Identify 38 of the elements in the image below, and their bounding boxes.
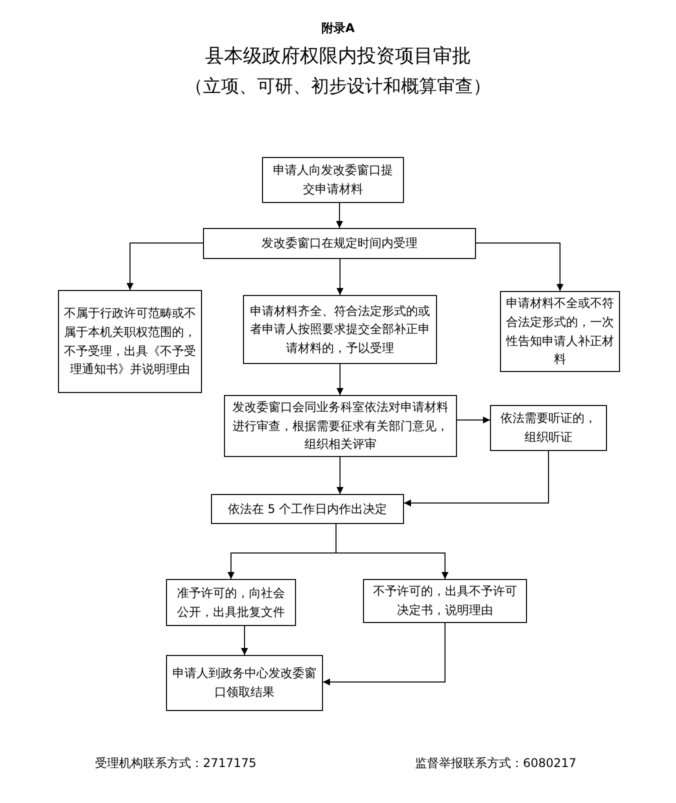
arrow (336, 258, 344, 296)
diagram-title: 县本级政府权限内投资项目审批 (204, 44, 472, 69)
process-box (500, 291, 620, 372)
box-text: 依法需要听证的，组织听证 (500, 410, 598, 446)
diagram-subtitle: （立项、可研、初步设计和概算审查） (184, 75, 492, 98)
process-box (203, 228, 476, 259)
arrow (336, 524, 448, 580)
arrow (322, 622, 446, 686)
process-box (166, 655, 323, 711)
arrow (404, 450, 549, 506)
process-box (211, 494, 404, 524)
box-text: 准予许可的，向社会公开，出具批复文件 (176, 584, 286, 620)
appendix-label: 附录A (320, 20, 356, 37)
process-box (262, 157, 404, 203)
box-text: 申请材料齐全、符合法定形式的或者申请人按照要求提交全部补正申请材料的，予以受理 (249, 302, 431, 357)
process-box (243, 295, 437, 364)
box-text: 申请人向发改委窗口提交申请材料 (272, 162, 394, 198)
arrow (336, 364, 344, 396)
arrow (456, 416, 490, 424)
process-box (166, 579, 296, 626)
arrow (126, 242, 204, 290)
box-text: 申请材料不全或不符合法定形式的，一次性告知申请人补正材料 (506, 295, 614, 368)
arrow (476, 242, 564, 292)
process-box (490, 405, 607, 451)
process-box (224, 395, 457, 457)
box-text: 发改委窗口在规定时间内受理 (262, 235, 418, 252)
arrow (336, 202, 343, 228)
box-text: 发改委窗口会同业务科室依法对申请材料进行审查，根据需要征求有关部门意见，组织相关评审 (232, 399, 450, 454)
contact-note: 监督举报联系方式：6080217 (415, 755, 576, 772)
box-text: 不予许可的，出具不予许可决定书，说明理由 (372, 583, 518, 619)
contact-note: 受理机构联系方式：2717175 (95, 755, 256, 772)
process-box (363, 579, 527, 623)
arrow (336, 456, 344, 494)
box-text: 申请人到政务中心发改委窗口领取结果 (172, 665, 317, 701)
box-text: 不属于行政许可范畴或不属于本机关职权范围的，不予受理，出具《不予受理通知书》并说明理由 (64, 305, 196, 378)
process-box (58, 290, 202, 393)
box-text: 依法在 5 个工作日内作出决定 (228, 500, 388, 518)
arrow (241, 626, 248, 656)
